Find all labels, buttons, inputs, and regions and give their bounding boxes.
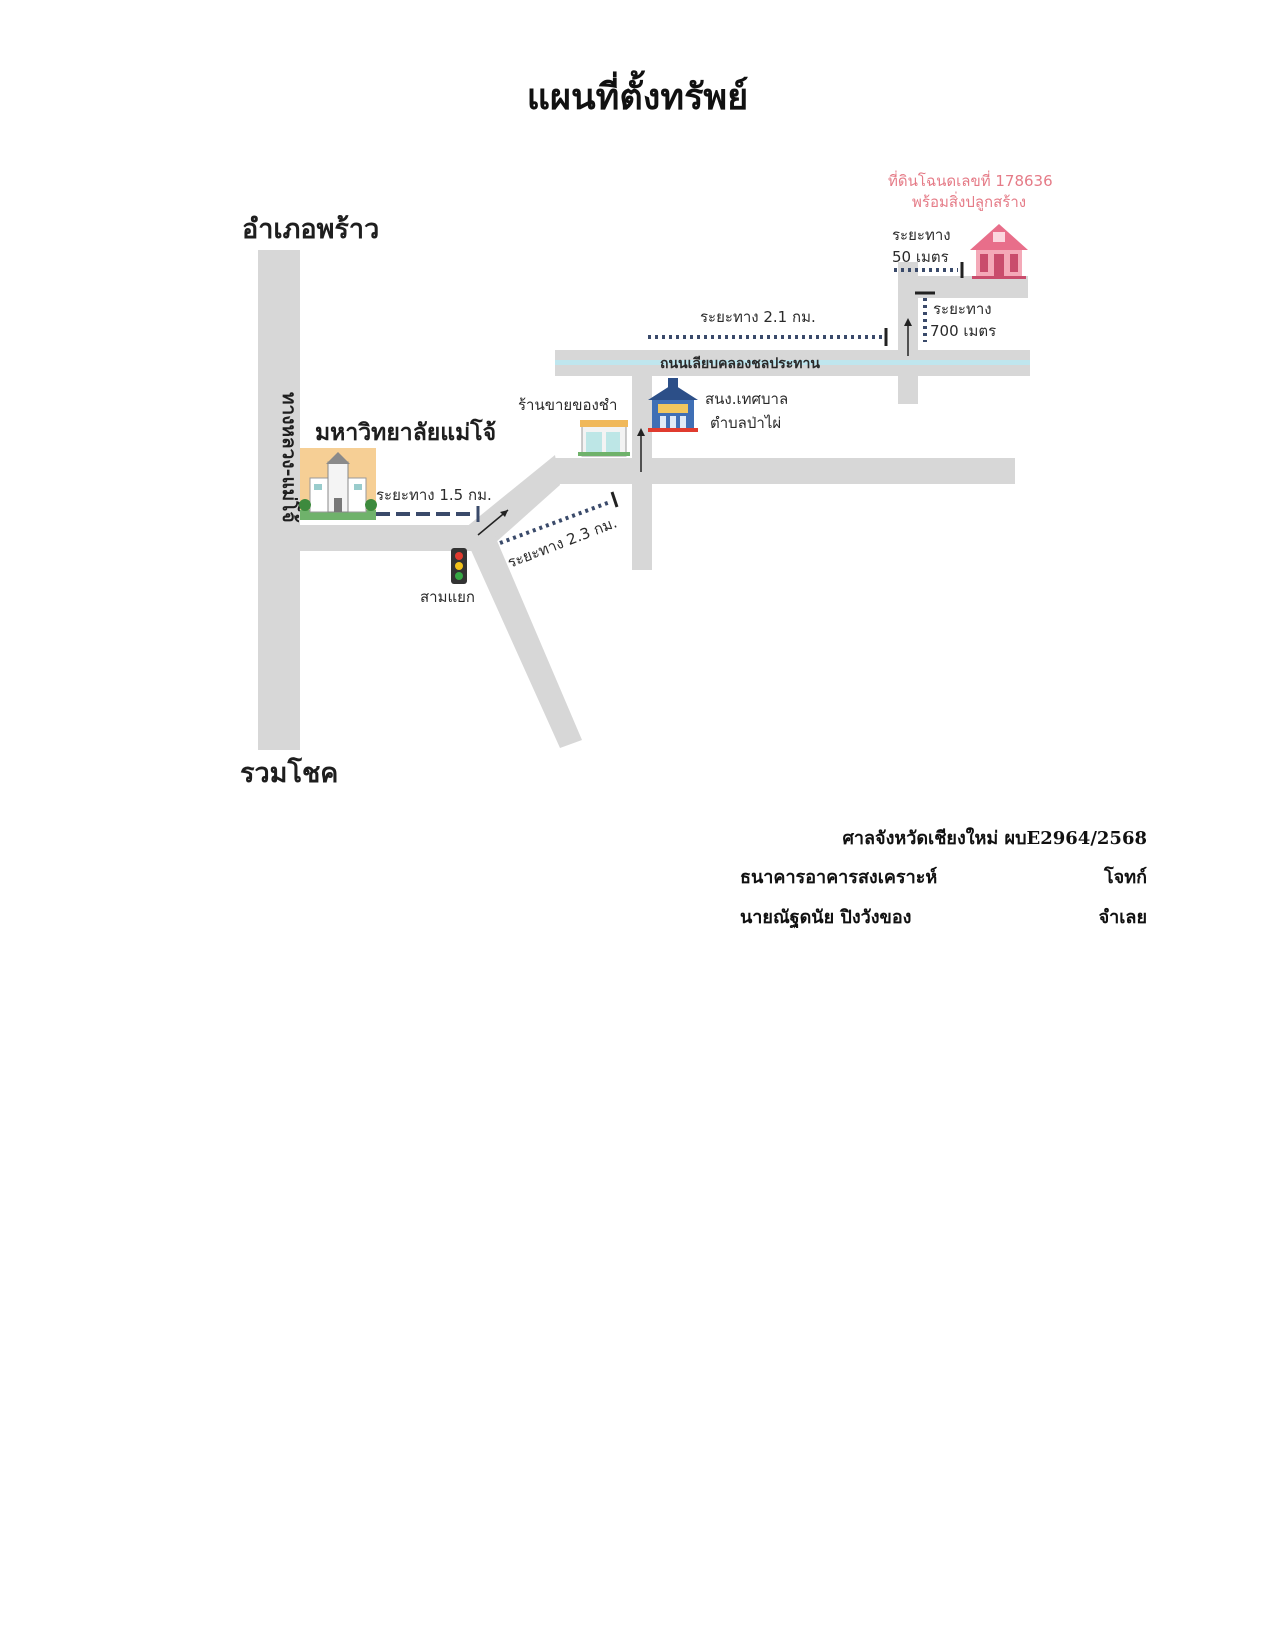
arrow-head-1: [500, 510, 508, 517]
plaintiff-role: โจทก์: [1104, 867, 1147, 888]
traffic-light-icon: [451, 548, 467, 584]
page-title: แผนที่ตั้งทรัพย์: [526, 76, 749, 118]
distance-1-label: ระยะทาง 1.5 กม.: [376, 486, 492, 504]
roads: [258, 250, 1030, 750]
distance-4-label-line2: 700 เมตร: [930, 322, 996, 340]
house-icon: [970, 224, 1028, 279]
intersection-label: สามแยก: [420, 588, 475, 606]
south-label: รวมโชค: [240, 756, 338, 789]
shop-icon: [578, 420, 630, 457]
diagonal-road-ne: [465, 455, 560, 552]
distance-4-label-line1: ระยะทาง: [933, 300, 992, 318]
property-branch-road: [898, 276, 1028, 298]
property-label-line2: พร้อมสิ่งปลูกสร้าง: [912, 191, 1026, 211]
diagonal-road-sw: [470, 536, 582, 748]
university-label: มหาวิทยาลัยแม่โจ้: [315, 418, 496, 446]
distance-3-label: ระยะทาง 2.1 กม.: [700, 308, 816, 326]
location-map: อำเภอพร้าว รวมโชค ทางหลวง-แม่โจ้ มหาวิทย…: [240, 170, 1053, 789]
court-case-number: ศาลจังหวัดเชียงใหม่ ผบE2964/2568: [842, 828, 1147, 849]
property-label-line1: ที่ดินโฉนดเลขที่ 178636: [888, 170, 1053, 190]
shop-label: ร้านขายของชำ: [518, 396, 617, 414]
shop-road: [632, 352, 652, 570]
canal-road-label: ถนนเลียบคลองชลประทาน: [660, 356, 820, 372]
office-icon: [648, 378, 698, 432]
defendant-role: จำเลย: [1098, 907, 1147, 928]
distance-2-stop: [610, 491, 619, 508]
north-label: อำเภอพร้าว: [242, 214, 379, 245]
distance-2-label: ระยะทาง 2.3 กม.: [505, 513, 619, 571]
school-icon: [299, 448, 377, 520]
university-road: [290, 525, 485, 551]
highway-road: [258, 250, 300, 750]
canal-line: [555, 360, 1030, 365]
arrow-head-2: [637, 428, 645, 436]
office-label-line1: สนง.เทศบาล: [705, 390, 788, 408]
office-label-line2: ตำบลป่าไผ่: [710, 414, 781, 432]
defendant-name: นายณัฐดนัย ปิงวังของ: [740, 907, 912, 928]
main-east-road: [555, 458, 1015, 484]
highway-label: ทางหลวง-แม่โจ้: [278, 392, 301, 523]
plaintiff-name: ธนาคารอาคารสงเคราะห์: [740, 867, 938, 888]
distance-5-label-line1: ระยะทาง: [892, 226, 951, 244]
distance-5-label-line2: 50 เมตร: [892, 248, 949, 266]
arrow-head-3: [904, 318, 912, 326]
distance-2-dots: [499, 500, 611, 545]
